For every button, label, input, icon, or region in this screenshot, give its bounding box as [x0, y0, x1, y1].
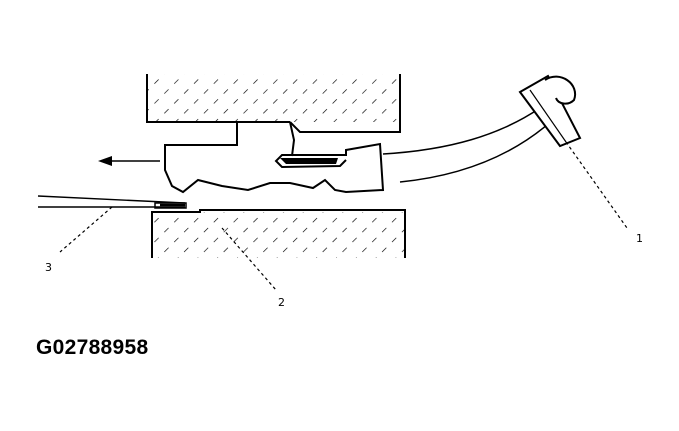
leader-lines: [59, 141, 628, 291]
figure-code: G02788958: [36, 336, 149, 359]
extraction-tool-blade: [37, 195, 187, 209]
wire-harness: [382, 107, 556, 183]
callout-label-2: 2: [278, 296, 285, 309]
upper-housing: [146, 74, 401, 133]
direction-arrow: [98, 156, 160, 166]
terminal-body: [164, 121, 385, 196]
pick-tool-icon: [518, 74, 582, 148]
lower-housing: [151, 209, 406, 258]
callout-label-1: 1: [636, 232, 643, 245]
callout-label-3: 3: [45, 261, 52, 274]
